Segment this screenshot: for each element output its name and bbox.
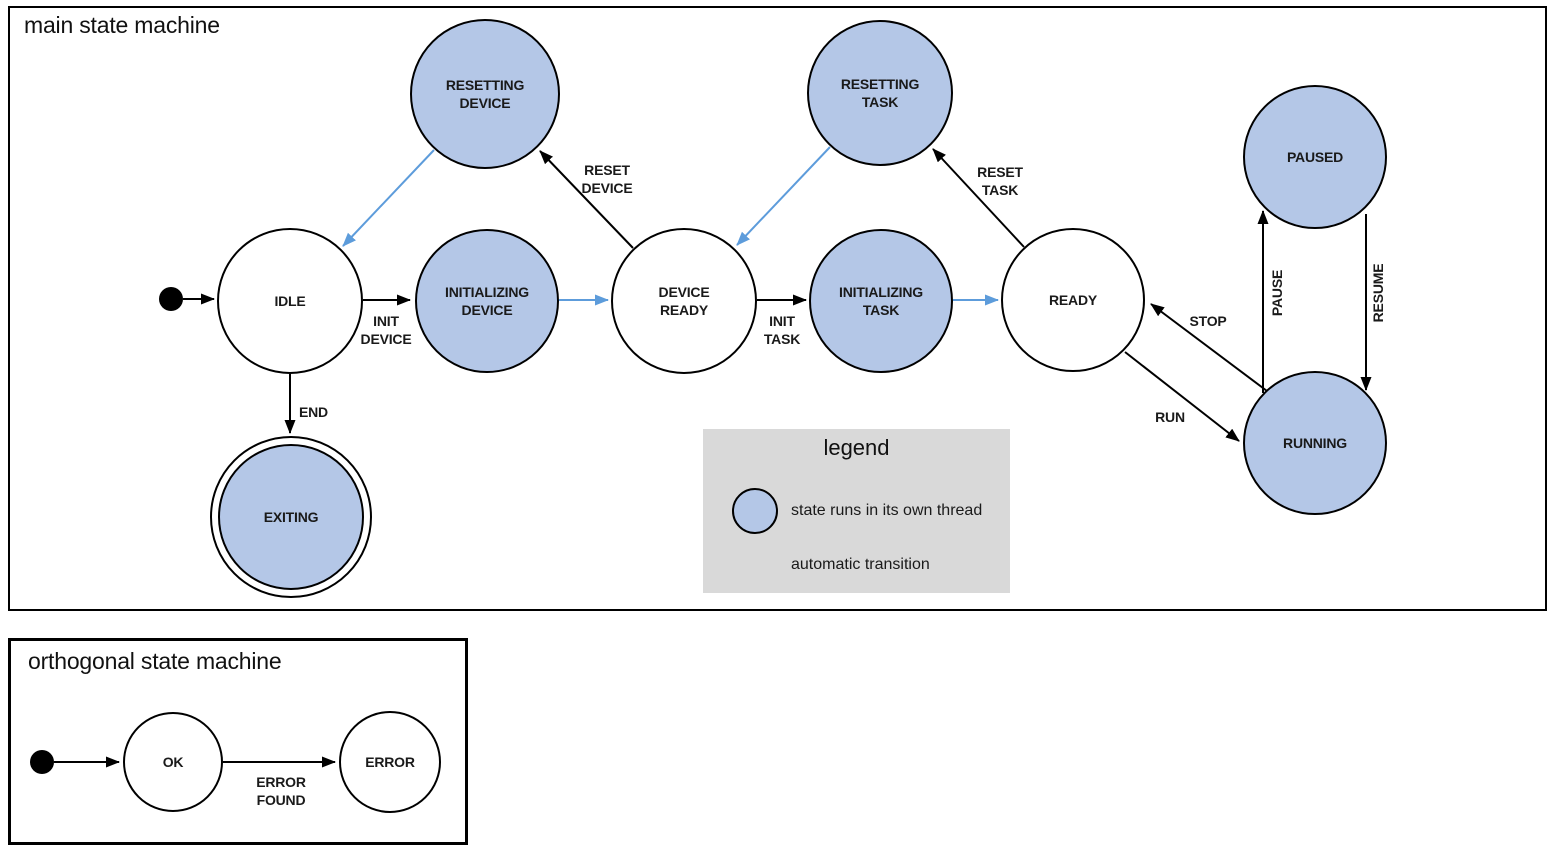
state-resetting-device: RESETTING DEVICE xyxy=(410,19,560,169)
state-initializing-task: INITIALIZING TASK xyxy=(809,229,953,373)
main-state-machine-title: main state machine xyxy=(24,12,220,38)
initial-state-dot-orthogonal xyxy=(30,750,54,774)
transition-label-init-task: INIT TASK xyxy=(763,313,801,347)
state-running: RUNNING xyxy=(1243,371,1387,515)
state-ready: READY xyxy=(1001,228,1145,372)
state-paused-label: PAUSED xyxy=(1286,149,1344,165)
state-ok-label: OK xyxy=(162,754,184,770)
state-error-label: ERROR xyxy=(365,754,415,770)
transition-label-stop: STOP xyxy=(1189,313,1227,329)
state-exiting-label: EXITING xyxy=(263,509,319,525)
transition-label-end: END xyxy=(299,404,328,420)
transition-label-reset-task: RESET TASK xyxy=(977,164,1023,198)
state-device-ready-label: DEVICE READY xyxy=(658,284,710,318)
state-exiting-inner-circle: EXITING xyxy=(218,444,364,590)
state-paused: PAUSED xyxy=(1243,85,1387,229)
state-initializing-device: INITIALIZING DEVICE xyxy=(415,229,559,373)
legend-threaded-state-label: state runs in its own thread xyxy=(791,502,983,519)
state-initializing-device-label: INITIALIZING DEVICE xyxy=(445,284,529,318)
orthogonal-state-machine-title: orthogonal state machine xyxy=(28,648,282,674)
state-resetting-task: RESETTING TASK xyxy=(807,20,953,166)
state-ok: OK xyxy=(123,712,223,812)
state-ready-label: READY xyxy=(1048,292,1097,308)
state-resetting-device-label: RESETTING DEVICE xyxy=(445,77,525,111)
state-exiting-final: EXITING xyxy=(210,436,372,598)
legend-automatic-transition-label: automatic transition xyxy=(791,556,930,573)
state-running-label: RUNNING xyxy=(1283,435,1347,451)
state-idle: IDLE xyxy=(217,228,363,374)
legend-threaded-state-icon xyxy=(732,488,778,534)
initial-state-dot-main xyxy=(159,287,183,311)
transition-label-run: RUN xyxy=(1155,409,1185,425)
legend: legend state runs in its own thread auto… xyxy=(703,429,1010,593)
transition-label-init-device: INIT DEVICE xyxy=(360,313,412,347)
state-initializing-task-label: INITIALIZING TASK xyxy=(839,284,923,318)
transition-label-pause: PAUSE xyxy=(1269,269,1285,317)
state-idle-label: IDLE xyxy=(274,293,306,309)
state-error: ERROR xyxy=(339,711,441,813)
state-resetting-task-label: RESETTING TASK xyxy=(840,76,920,110)
transition-label-reset-device: RESET DEVICE xyxy=(581,162,633,196)
transition-label-error-found: ERROR FOUND xyxy=(256,774,306,808)
state-device-ready: DEVICE READY xyxy=(611,228,757,374)
legend-title: legend xyxy=(823,435,890,460)
transition-label-resume: RESUME xyxy=(1370,263,1386,323)
